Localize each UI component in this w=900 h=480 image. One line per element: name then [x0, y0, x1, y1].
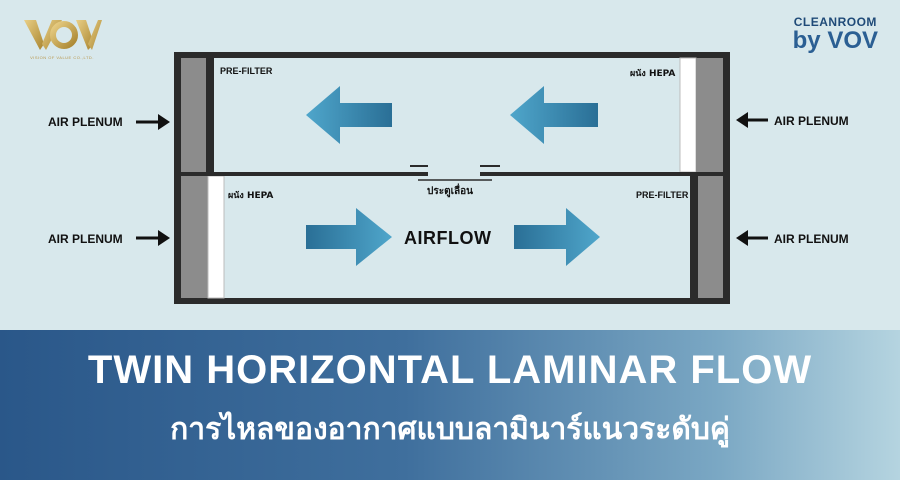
- bottom-right-pre-filter: [698, 176, 723, 298]
- sliding-door-gap: [428, 170, 480, 178]
- sliding-door-label: ประตูเลื่อน: [427, 186, 473, 197]
- top-hepa-label: ผนัง HEPA: [630, 69, 676, 79]
- bottom-channel: [181, 176, 723, 298]
- logo-line-cleanroom: CLEANROOM: [793, 15, 877, 29]
- bottom-right-filter-frame: [690, 176, 698, 298]
- bottom-hepa-label: ผนัง HEPA: [228, 191, 274, 201]
- bottom-left-filter-frame: [181, 176, 208, 298]
- top-pre-filter-label: PRE-FILTER: [220, 66, 273, 76]
- bottom-arrow-right-1: [306, 208, 392, 266]
- top-left-filter-frame: [206, 58, 214, 172]
- air-plenum-label-top-left: AIR PLENUM: [48, 115, 123, 129]
- diagram-svg: [136, 52, 768, 304]
- bottom-pre-filter-label: PRE-FILTER: [636, 190, 689, 200]
- air-plenum-label-bottom-left: AIR PLENUM: [48, 232, 123, 246]
- air-plenum-label-top-right: AIR PLENUM: [774, 114, 849, 128]
- laminar-flow-diagram: AIR PLENUM AIR PLENUM AIR PLENUM AIR PLE…: [48, 52, 849, 304]
- top-channel: [181, 58, 723, 172]
- bottom-left-hepa-wall: [207, 175, 225, 299]
- vov-logo: VISION OF VALUE CO.,LTD.: [22, 14, 102, 62]
- top-arrow-left-2: [510, 86, 598, 144]
- title-banner: TWIN HORIZONTAL LAMINAR FLOW การไหลของอา…: [0, 330, 900, 480]
- banner-subtitle: การไหลของอากาศแบบลามินาร์แนวระดับคู่: [170, 412, 730, 447]
- plenum-arrow-top-right: [736, 112, 768, 128]
- cleanroom-by-vov-logo: CLEANROOM by VOV: [793, 16, 878, 53]
- logo-line-by-vov: by VOV: [792, 27, 878, 54]
- top-left-pre-filter: [181, 58, 206, 172]
- top-arrow-left-1: [306, 86, 392, 144]
- vov-tagline: VISION OF VALUE CO.,LTD.: [30, 55, 94, 60]
- plenum-arrow-top-left: [136, 114, 170, 130]
- plenum-arrow-bottom-right: [736, 230, 768, 246]
- vov-logo-icon: [24, 20, 102, 50]
- air-plenum-label-bottom-right: AIR PLENUM: [774, 232, 849, 246]
- bottom-arrow-right-2: [514, 208, 600, 266]
- top-right-hepa-wall: [679, 57, 697, 173]
- top-right-filter-frame: [696, 58, 723, 172]
- banner-title: TWIN HORIZONTAL LAMINAR FLOW: [87, 348, 813, 392]
- airflow-label: AIRFLOW: [404, 228, 492, 248]
- plenum-arrow-bottom-left: [136, 230, 170, 246]
